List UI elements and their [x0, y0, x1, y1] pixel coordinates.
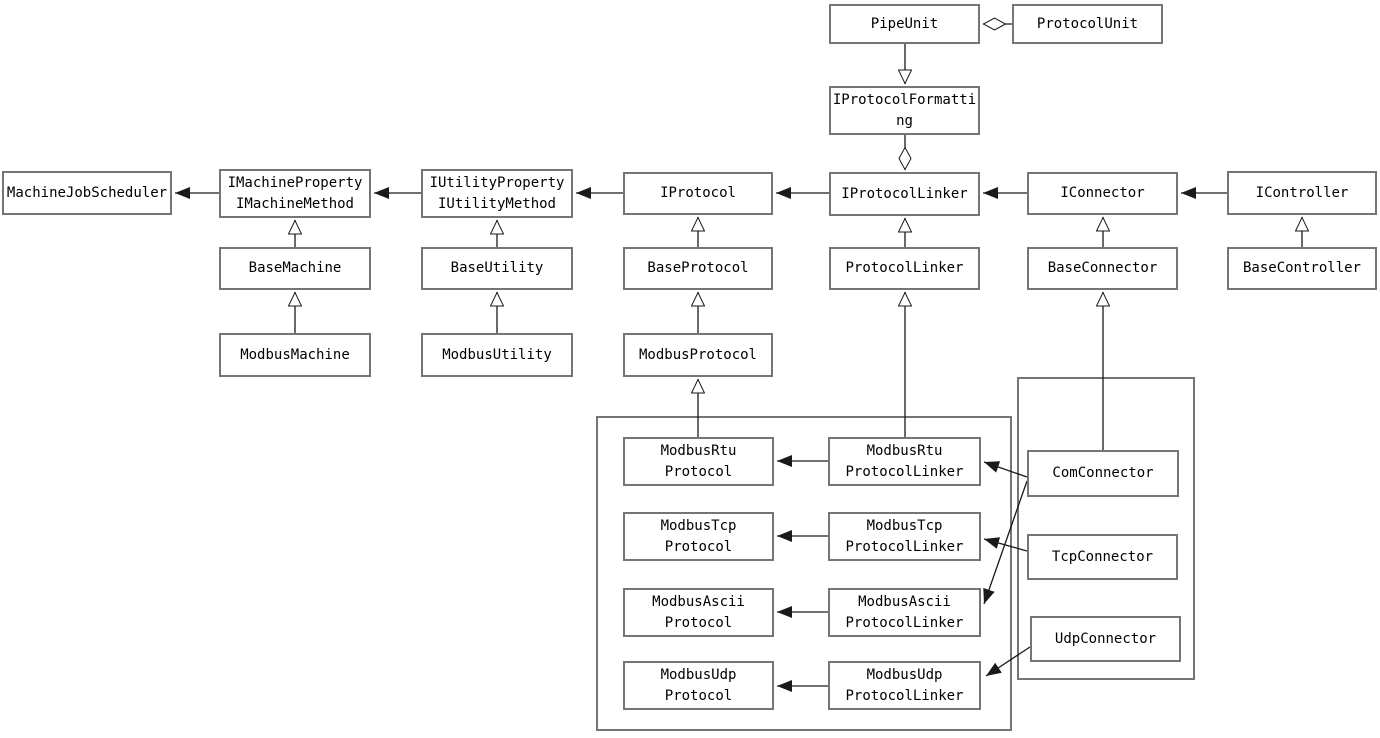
class-base-machine: BaseMachine — [219, 247, 371, 290]
class-label: IController — [1255, 184, 1349, 201]
edge-assoc-comconnector-rtulinker — [983, 461, 1028, 478]
class-label: ProtocolUnit — [1036, 15, 1139, 32]
class-iprotocol-formatting: IProtocolFormatti ng — [829, 86, 980, 135]
class-modbus-machine: ModbusMachine — [219, 333, 371, 377]
class-label: BaseController — [1242, 260, 1361, 277]
class-iconnector: IConnector — [1027, 172, 1178, 215]
class-base-controller: BaseController — [1227, 247, 1377, 290]
class-label: BaseUtility — [450, 260, 544, 277]
class-label: ModbusTcp ProtocolLinker — [845, 518, 964, 555]
class-modbus-ascii-protocol-linker: ModbusAscii ProtocolLinker — [828, 588, 981, 637]
class-label: IMachineProperty IMachineMethod — [227, 175, 363, 212]
class-protocol-unit: ProtocolUnit — [1012, 4, 1163, 44]
class-pipe-unit: PipeUnit — [829, 4, 980, 44]
class-modbus-udp-protocol-linker: ModbusUdp ProtocolLinker — [828, 661, 981, 710]
class-protocol-linker: ProtocolLinker — [829, 247, 980, 290]
class-iutility-property-method: IUtilityProperty IUtilityMethod — [421, 169, 573, 218]
edge-assoc-tcpconnector-tcplinker — [983, 537, 1028, 552]
class-label: IProtocol — [660, 185, 736, 202]
class-label: ModbusUdp ProtocolLinker — [845, 667, 964, 704]
class-label: ComConnector — [1052, 465, 1154, 482]
class-label: BaseProtocol — [647, 260, 749, 277]
class-label: ModbusTcp Protocol — [660, 518, 737, 555]
class-imachine-property-method: IMachineProperty IMachineMethod — [219, 169, 371, 218]
class-base-utility: BaseUtility — [421, 247, 573, 290]
class-icontroller: IController — [1227, 171, 1377, 215]
class-modbus-ascii-protocol: ModbusAscii Protocol — [623, 588, 774, 637]
class-label: MachineJobScheduler — [6, 184, 168, 201]
class-modbus-utility: ModbusUtility — [421, 333, 573, 377]
class-label: UdpConnector — [1054, 630, 1157, 647]
edge-assoc-udpconnector-udplinker — [985, 646, 1031, 677]
class-label: BaseMachine — [248, 260, 342, 277]
class-base-connector: BaseConnector — [1027, 247, 1178, 290]
class-modbus-udp-protocol: ModbusUdp Protocol — [623, 661, 774, 710]
class-modbus-tcp-protocol-linker: ModbusTcp ProtocolLinker — [828, 512, 981, 561]
class-label: TcpConnector — [1051, 548, 1154, 565]
class-iprotocol: IProtocol — [623, 172, 773, 215]
class-label: IProtocolLinker — [841, 185, 968, 202]
class-label: IProtocolFormatti ng — [832, 92, 977, 129]
class-udp-connector: UdpConnector — [1030, 616, 1181, 662]
class-label: ModbusProtocol — [638, 346, 757, 363]
class-machine-job-scheduler: MachineJobScheduler — [2, 171, 172, 215]
class-label: IConnector — [1060, 185, 1145, 202]
class-label: ModbusMachine — [240, 346, 350, 363]
class-label: ProtocolLinker — [845, 260, 964, 277]
class-label: BaseConnector — [1047, 260, 1158, 277]
class-label: ModbusRtu Protocol — [660, 443, 737, 480]
group-modbus-protocol-pairs — [596, 416, 1012, 731]
class-modbus-rtu-protocol: ModbusRtu Protocol — [623, 437, 774, 486]
class-label: ModbusRtu ProtocolLinker — [845, 443, 964, 480]
edge-assoc-comconnector-asciilinker — [983, 480, 1028, 605]
class-tcp-connector: TcpConnector — [1027, 534, 1178, 580]
group-connectors — [1017, 377, 1195, 680]
class-label: IUtilityProperty IUtilityMethod — [429, 175, 565, 212]
class-modbus-tcp-protocol: ModbusTcp Protocol — [623, 512, 774, 561]
class-label: ModbusUtility — [442, 346, 552, 363]
class-label: ModbusAscii Protocol — [652, 594, 745, 631]
class-base-protocol: BaseProtocol — [623, 247, 773, 290]
class-label: ModbusUdp Protocol — [660, 667, 737, 704]
class-modbus-rtu-protocol-linker: ModbusRtu ProtocolLinker — [828, 437, 981, 486]
class-modbus-protocol: ModbusProtocol — [623, 333, 773, 377]
class-label: PipeUnit — [870, 15, 939, 32]
class-label: ModbusAscii ProtocolLinker — [845, 594, 964, 631]
class-com-connector: ComConnector — [1027, 450, 1179, 497]
class-iprotocol-linker: IProtocolLinker — [829, 172, 980, 216]
